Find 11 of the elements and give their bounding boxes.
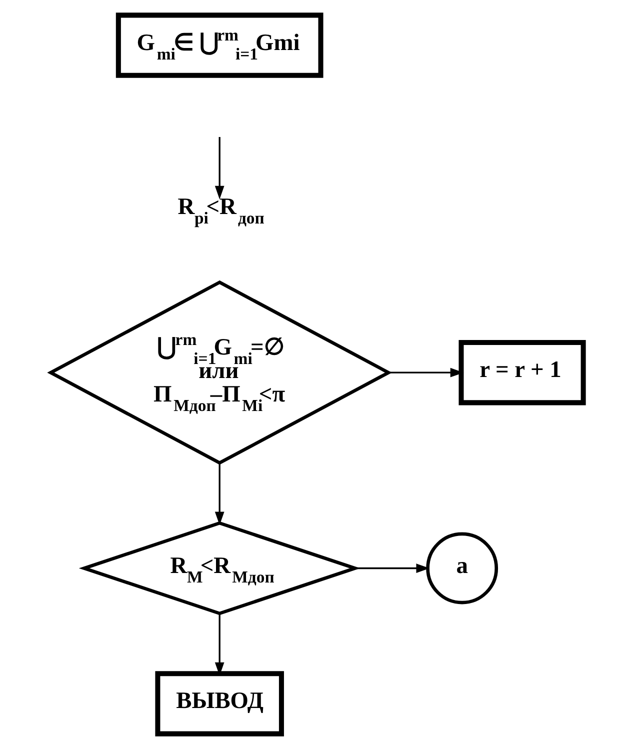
node-diamond: R$_{M}$<R$_{Mдоп}$ xyxy=(78,521,360,616)
node-text: R$_{pi}$<R$_{доп}$ xyxy=(178,194,264,228)
arrow xyxy=(356,564,430,573)
arrow xyxy=(388,368,464,378)
node-box: r = r + 1 xyxy=(458,340,586,406)
node-circle: а xyxy=(426,532,498,604)
arrow xyxy=(214,463,224,526)
node-box: ВЫВОД xyxy=(155,671,284,736)
node-box: G$_{mi}$∈ ⋃$^{rm}$$_{i=1}$Gmi xyxy=(116,12,324,78)
node-diamond: ⋃$^{rm}$$_{i=1}$G$_{mi}$=∅ или П$_{Mдоп}$–П$_{Mi}$<π xyxy=(47,280,392,465)
arrow xyxy=(214,137,224,200)
